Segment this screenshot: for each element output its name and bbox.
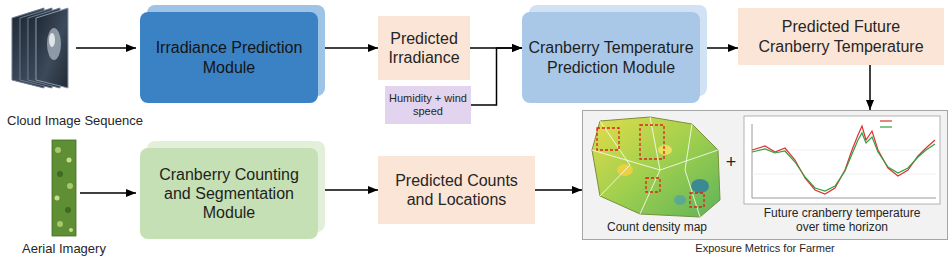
cloud-frame [36,8,68,88]
chart-frame [744,116,940,204]
output-box: Predicted Future Cranberry Temperature [738,8,944,65]
box-label: Cranberry Counting and Segmentation Modu… [148,165,310,223]
chart-axis [752,124,753,198]
foliage-dot [57,221,63,227]
predicted-line [752,133,935,191]
highlight-box [690,193,704,207]
box-label: Predicted Future Cranberry Temperature [750,17,932,55]
flow-arrow [700,47,738,49]
process-box: Cranberry Temperature Prediction Module [522,12,700,103]
flow-arrow [318,189,378,191]
box-label: Predicted Irradiance [382,29,466,67]
field-boundary [600,121,630,196]
panel-caption: Exposure Metrics for Farmer [583,242,947,255]
flow-arrow [869,65,871,110]
count-density-map [592,117,720,217]
box-label: Predicted Counts and Locations [388,171,525,209]
foliage-dot [69,228,73,232]
map-field [592,117,720,217]
chart-grid [752,174,936,175]
box-label: Humidity + wind speed [388,92,468,118]
box-label: Cranberry Temperature Prediction Module [527,38,695,76]
input-arrow [76,47,136,49]
highlight-box [646,178,660,192]
cloud-highlight [47,28,61,60]
image-caption: Cloud Image Sequence [2,114,148,129]
figure-caption: Count density map [590,221,724,235]
chart-axis [752,198,936,199]
foliage-dot [57,171,63,177]
image-caption: Aerial Imagery [14,242,114,257]
foliage-dot [65,207,71,213]
chart-legend-sample [880,120,892,121]
panel-ground [582,110,948,240]
aerial-image [52,140,76,236]
input-box: Humidity + wind speed [385,86,471,124]
plus-sign: + [722,152,740,173]
foliage-dot [67,183,73,189]
figure-caption: Future cranberry temperature over time h… [752,207,932,235]
sun-glare [49,33,55,47]
input-arrow [80,192,136,194]
chart-legend-sample [880,126,892,127]
process-box: Cranberry Counting and Segmentation Modu… [140,148,318,239]
density-blob [674,195,686,205]
output-box: Predicted Counts and Locations [378,156,535,224]
field-boundary [685,124,700,217]
field-boundary [592,150,718,170]
flow-arrow [535,189,582,191]
temperature-chart [744,116,940,204]
density-blob [691,179,709,193]
foliage-dot [55,196,60,201]
process-box: Irradiance Prediction Module [140,12,318,103]
flow-arrow [471,48,522,105]
density-blob [658,145,672,155]
measured-line [752,126,935,194]
cloud-image-stack [12,8,68,88]
foliage-dot [67,158,72,163]
field-boundary [640,117,660,214]
output-box: Predicted Irradiance [378,16,470,80]
flow-arrow [318,47,378,49]
highlight-box [640,125,664,159]
box-label: Irradiance Prediction Module [150,38,308,76]
foliage-dot [55,147,61,153]
aerial-frame [52,140,76,236]
highlight-box [597,128,619,150]
